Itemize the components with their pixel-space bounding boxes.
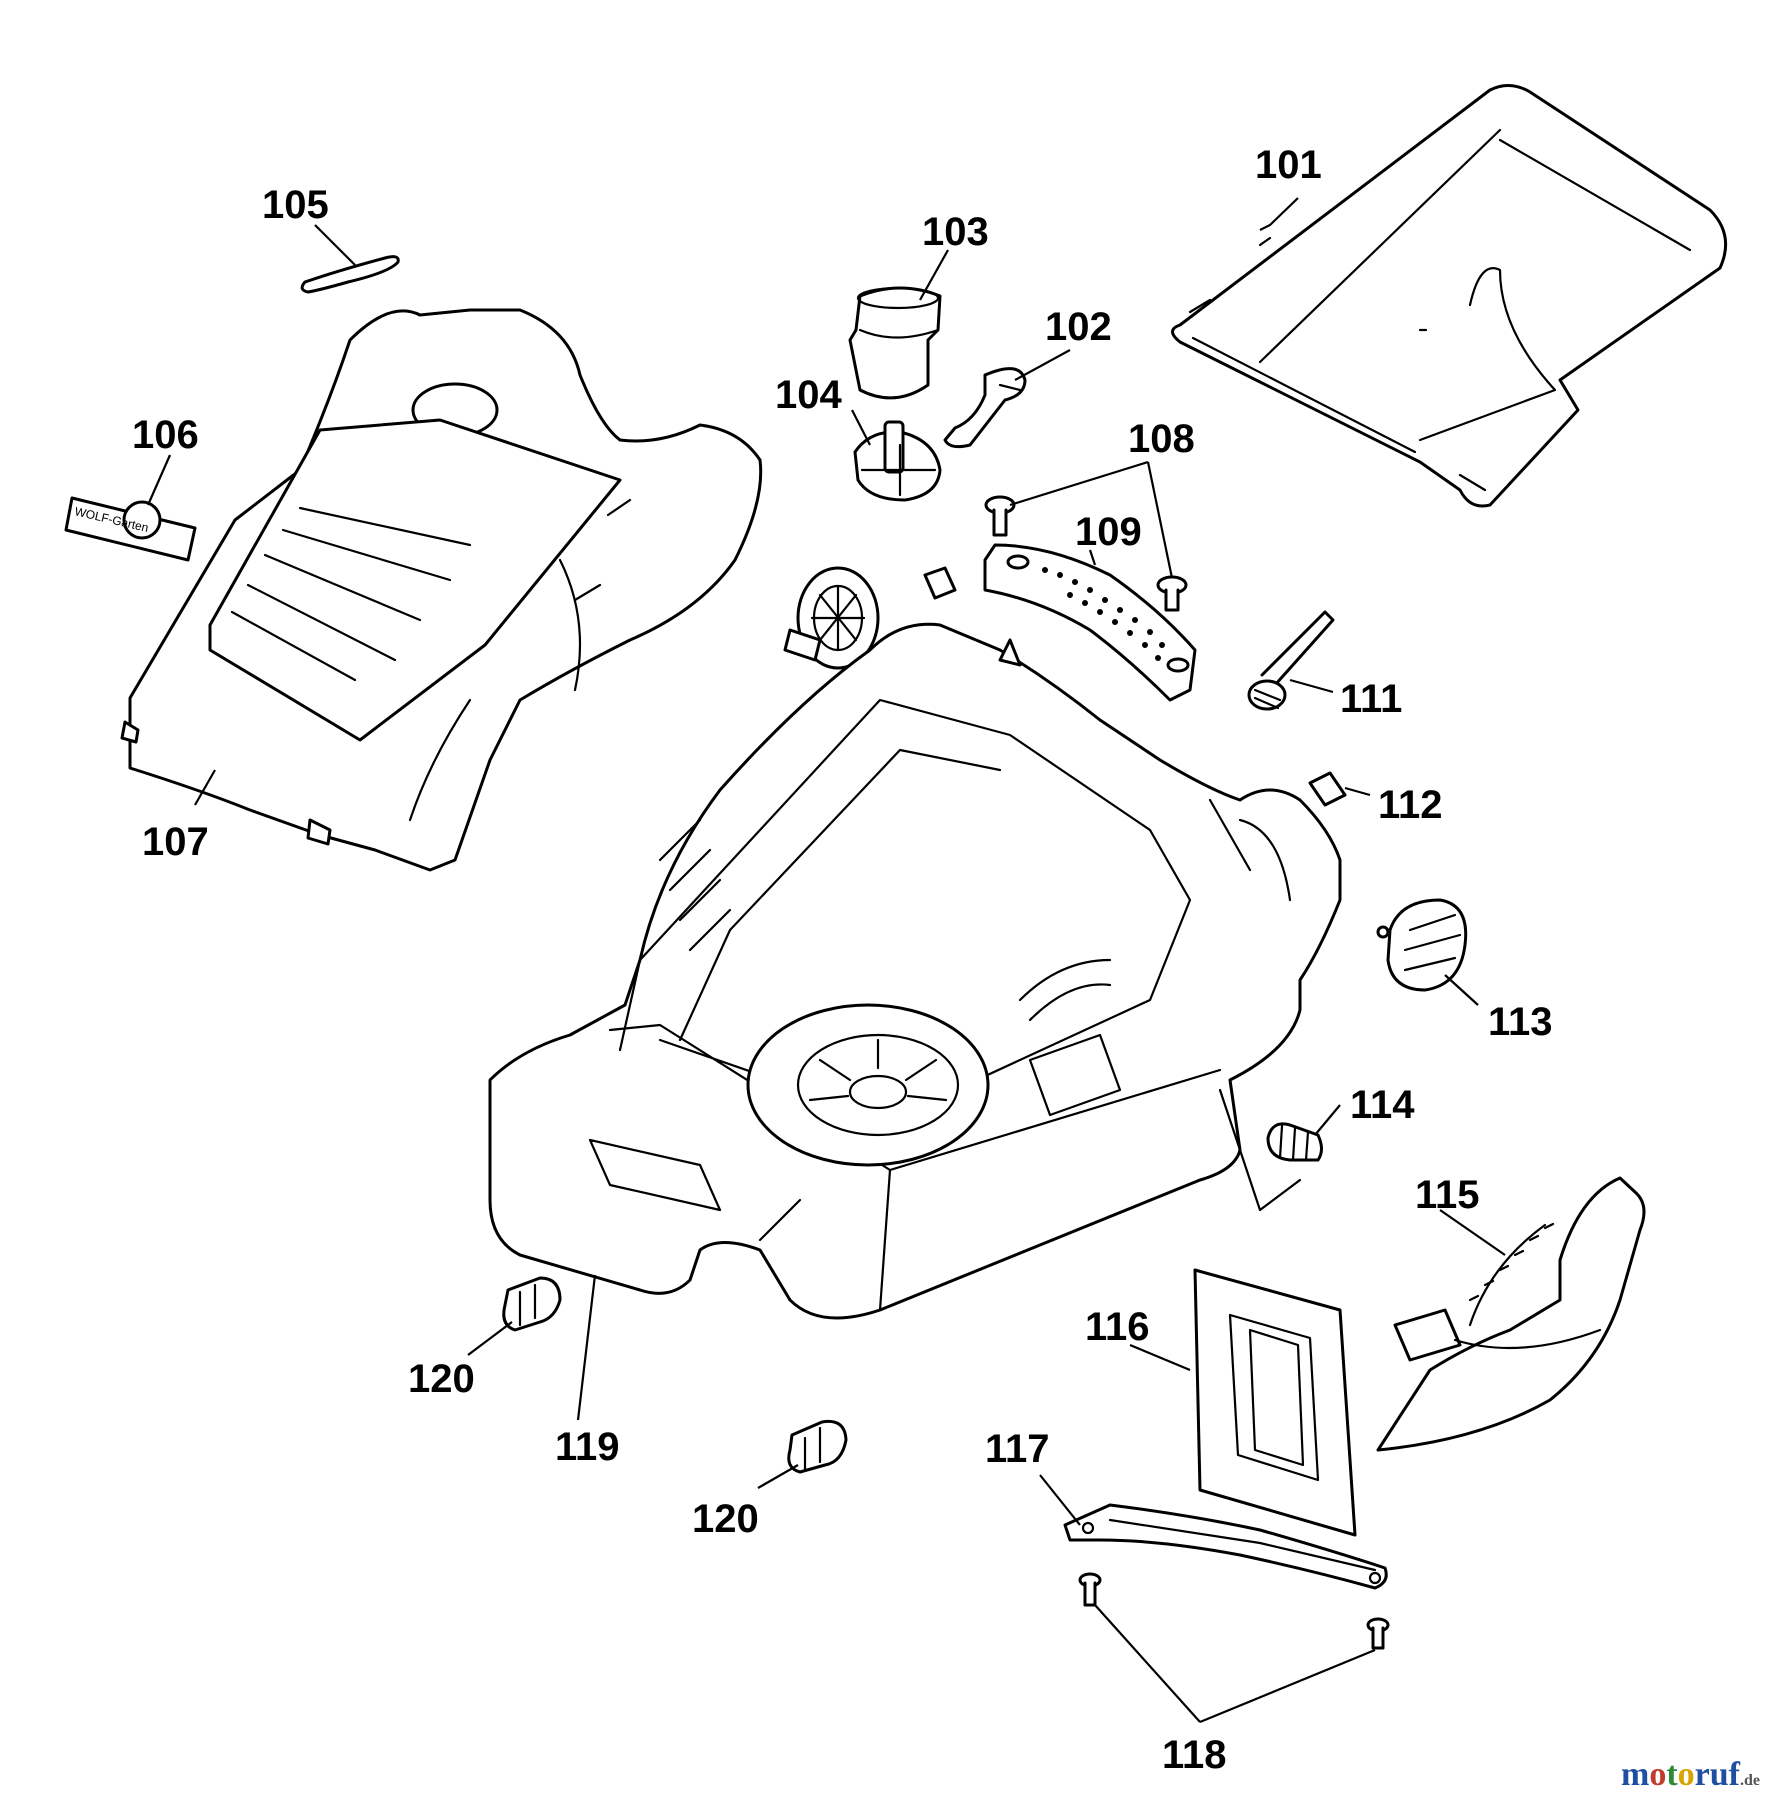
part-112-block	[1308, 771, 1347, 807]
part-107-upper-cover	[120, 308, 763, 872]
part-115-rear-flap	[1376, 1176, 1646, 1452]
watermark-suffix: .de	[1740, 1772, 1760, 1789]
callout-107: 107	[142, 820, 209, 864]
part-111-spring-rod	[1247, 610, 1335, 711]
part-103-tube	[848, 286, 942, 400]
part-114-bushing	[1266, 1122, 1323, 1162]
part-109-bar	[983, 543, 1197, 702]
callout-120-b: 120	[692, 1497, 759, 1541]
callout-102: 102	[1045, 305, 1112, 349]
part-105-clip	[300, 255, 400, 294]
callout-111: 111	[1340, 677, 1402, 721]
callout-113: 113	[1488, 1000, 1553, 1044]
watermark-part-5: ruf	[1694, 1756, 1740, 1793]
part-119-main-deck	[488, 622, 1342, 1320]
callout-108: 108	[1128, 417, 1195, 461]
callout-101: 101	[1255, 143, 1322, 187]
callout-115: 115	[1415, 1173, 1480, 1217]
watermark-part-2: o	[1649, 1756, 1667, 1793]
callout-112: 112	[1378, 783, 1443, 827]
watermark-part-4: o	[1677, 1756, 1695, 1793]
callout-114: 114	[1350, 1083, 1415, 1127]
watermark-part-3: t	[1666, 1756, 1678, 1793]
callout-105: 105	[262, 183, 329, 227]
part-120-clip-b	[787, 1419, 848, 1474]
callout-120-a: 120	[408, 1357, 475, 1401]
part-113-cap	[1376, 898, 1468, 992]
callout-103: 103	[922, 210, 989, 254]
callout-106: 106	[132, 413, 199, 457]
part-118-bolts	[1078, 1572, 1390, 1650]
part-wheel-hub	[783, 566, 880, 670]
watermark-part-1: m	[1621, 1756, 1650, 1793]
watermark-logo: motoruf.de	[1621, 1756, 1760, 1794]
callout-117: 117	[985, 1427, 1050, 1471]
part-120-clip-a	[502, 1276, 562, 1332]
callout-118: 118	[1162, 1733, 1227, 1777]
callout-labels: 101 102 103 104 105 106 107 108 109 111 …	[132, 143, 1553, 1777]
part-101-lid	[1171, 84, 1728, 508]
callout-109: 109	[1075, 510, 1142, 554]
part-117-bracket	[1063, 1503, 1388, 1590]
callout-116: 116	[1085, 1305, 1150, 1349]
callout-119: 119	[555, 1425, 620, 1469]
part-102-lever	[943, 367, 1027, 449]
part-106-logo-badge: WOLF-Garten	[64, 496, 197, 562]
part-116-flap-plate	[1193, 1268, 1357, 1537]
leader-lines	[146, 197, 1506, 1724]
part-108-screws	[984, 495, 1188, 612]
callout-104: 104	[775, 373, 842, 417]
part-110-nut	[923, 566, 957, 600]
part-104-knob	[853, 420, 942, 502]
